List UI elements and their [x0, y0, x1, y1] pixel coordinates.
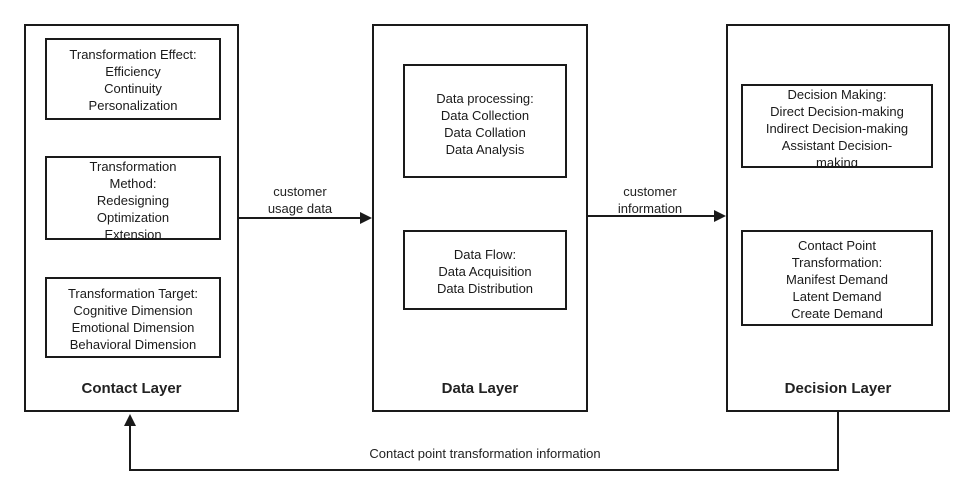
decision-layer-title: Decision Layer: [784, 380, 892, 397]
target-line: Emotional Dimension: [71, 320, 195, 335]
arrow-feedback-line: [129, 410, 839, 471]
data-layer-title: Data Layer: [441, 380, 519, 397]
effect-line: Transformation Effect:: [69, 47, 197, 62]
method-line: Method:: [109, 176, 157, 191]
target-line: Transformation Target:: [67, 286, 199, 301]
method-line: Redesigning: [96, 193, 170, 208]
effect-line: Personalization: [88, 98, 178, 113]
flow-line: Data Flow:: [453, 247, 517, 262]
method-line: Transformation: [89, 159, 177, 174]
transformation-effect-box: Transformation Effect: Efficiency Contin…: [45, 38, 221, 120]
target-line: Cognitive Dimension: [73, 303, 193, 318]
arrowhead-decision-layer: [714, 210, 726, 222]
customer-usage-data-label: customer usage data: [250, 183, 350, 217]
method-line: Extension: [104, 227, 162, 240]
customer-information-label: customer information: [598, 183, 702, 217]
processing-line: Data Analysis: [445, 142, 525, 157]
decision-line: Direct Decision-making: [770, 104, 904, 119]
processing-line: Data Collation: [444, 125, 526, 140]
contact-point-line: Manifest Demand: [786, 272, 888, 287]
decision-line: making: [816, 155, 858, 168]
usage-data-label-line: customer: [273, 184, 327, 199]
decision-line: Indirect Decision-making: [765, 121, 909, 136]
data-flow-box: Data Flow: Data Acquisition Data Distrib…: [403, 230, 567, 310]
contact-point-line: Transformation:: [791, 255, 883, 270]
target-line: Behavioral Dimension: [69, 337, 197, 352]
contact-point-line: Latent Demand: [792, 289, 882, 304]
contact-point-transformation-box: Contact Point Transformation: Manifest D…: [741, 230, 933, 326]
method-line: Optimization: [96, 210, 170, 225]
decision-making-box: Decision Making: Direct Decision-making …: [741, 84, 933, 168]
processing-line: Data Collection: [440, 108, 530, 123]
effect-line: Efficiency: [105, 64, 161, 79]
decision-line: Decision Making:: [787, 87, 887, 102]
transformation-target-box: Transformation Target: Cognitive Dimensi…: [45, 277, 221, 358]
information-label-line: customer: [623, 184, 677, 199]
arrowhead-data-layer: [360, 212, 372, 224]
processing-line: Data processing:: [436, 91, 534, 106]
decision-layer: Decision Layer: [726, 24, 950, 412]
contact-point-line: Contact Point: [797, 238, 877, 253]
data-processing-box: Data processing: Data Collection Data Co…: [403, 64, 567, 178]
usage-data-label-line: usage data: [267, 201, 333, 216]
flow-line: Data Acquisition: [438, 264, 532, 279]
transformation-method-box: Transformation Method: Redesigning Optim…: [45, 156, 221, 240]
effect-line: Continuity: [104, 81, 162, 96]
decision-line: Assistant Decision-: [781, 138, 893, 153]
flow-line: Data Distribution: [436, 281, 534, 296]
feedback-label: Contact point transformation information: [369, 446, 601, 461]
arrowhead-contact-layer: [124, 414, 136, 426]
contact-layer-title: Contact Layer: [81, 380, 182, 397]
information-label-line: information: [617, 201, 683, 216]
contact-point-line: Create Demand: [791, 306, 883, 321]
